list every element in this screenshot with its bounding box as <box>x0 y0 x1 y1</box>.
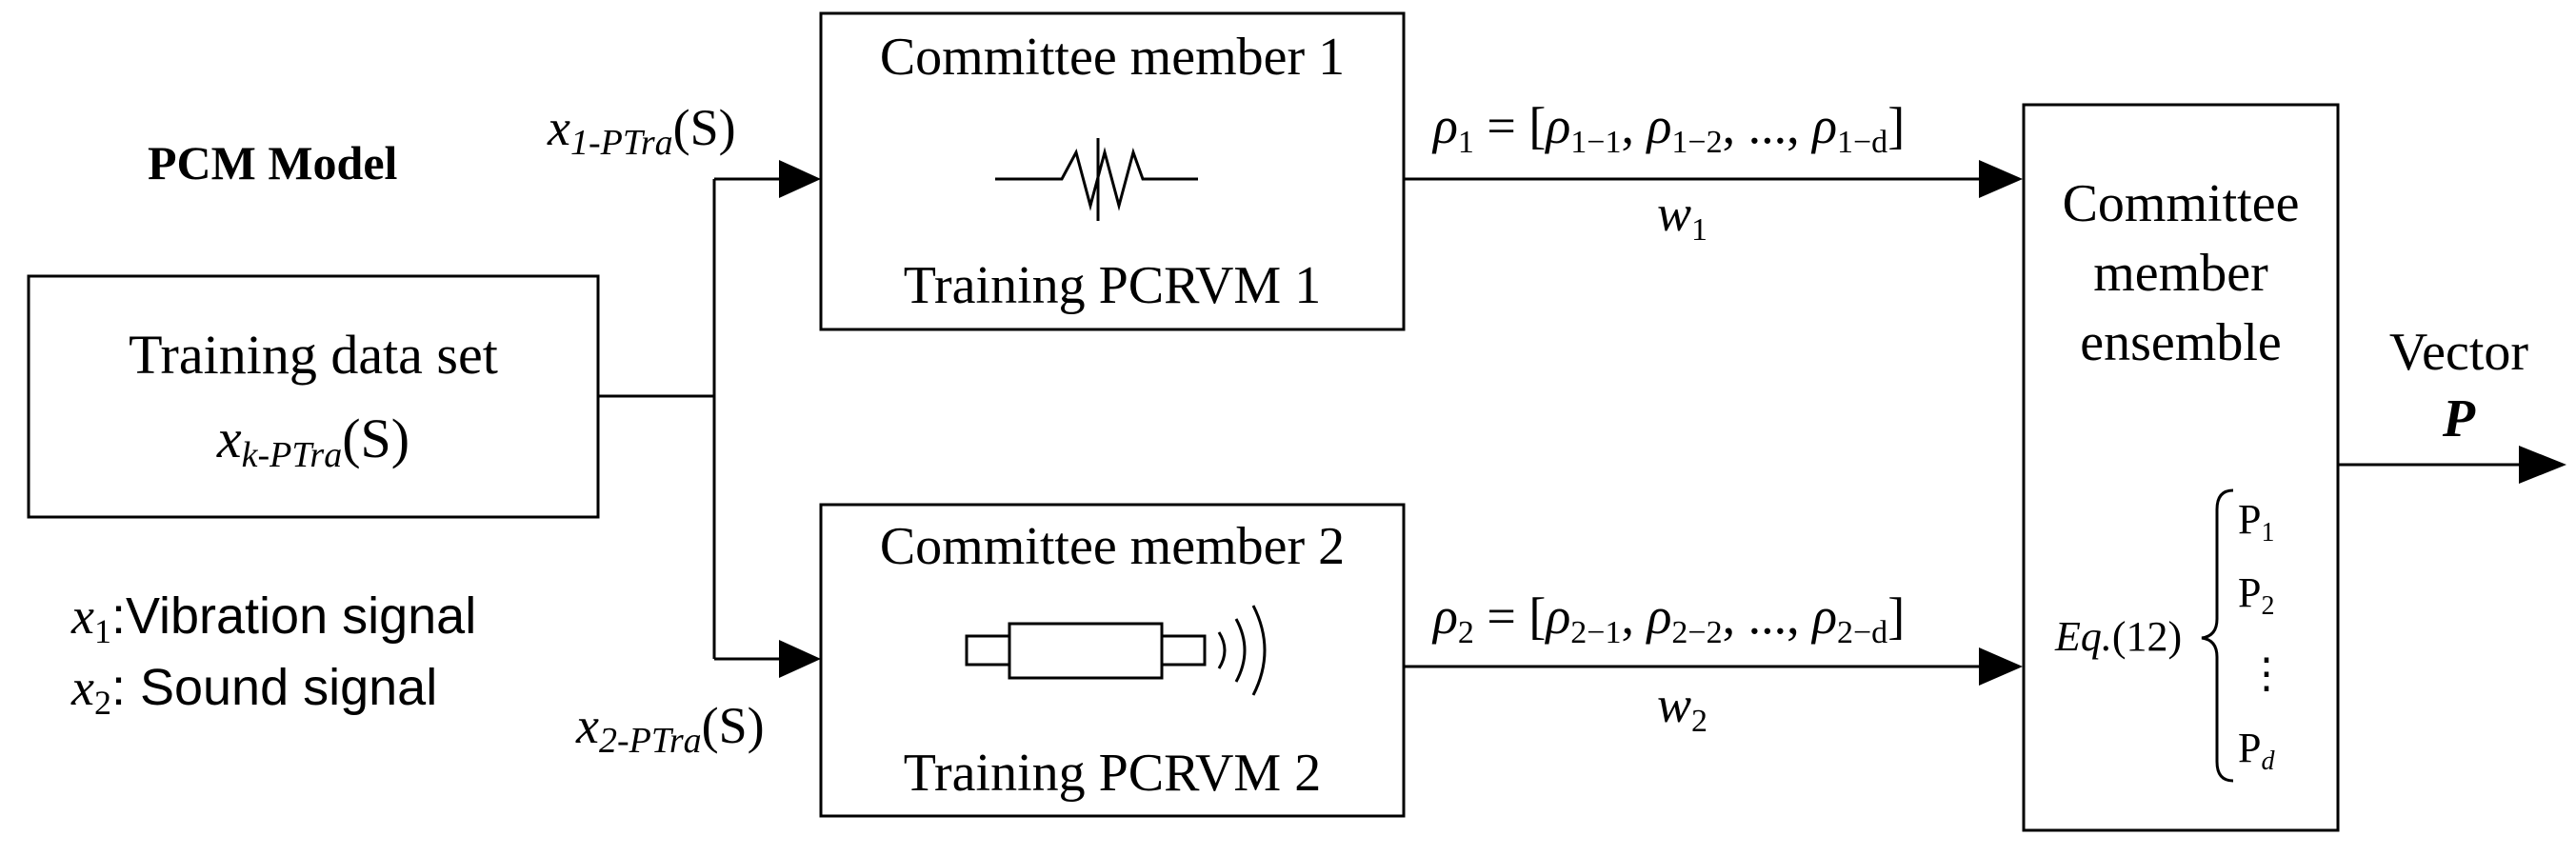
training-data-label: Training data set <box>129 324 498 386</box>
output1-formula: ρ1 = [ρ1−1, ρ1−2, ..., ρ1−d] <box>1431 97 1905 160</box>
ensemble-vdots: ⋮ <box>2246 650 2287 697</box>
input2-label: x2-PTra(S) <box>575 697 765 761</box>
training-data-box <box>27 274 600 519</box>
model-title: PCM Model <box>148 136 398 189</box>
arrowhead-member1 <box>779 160 821 198</box>
committee-member-2-box <box>819 503 1406 818</box>
ensemble-brace <box>2201 488 2234 783</box>
ensemble-line3: ensemble <box>2080 313 2281 372</box>
arrowhead-ensemble2 <box>1979 647 2023 686</box>
output-vector-symbol: P <box>2442 389 2476 448</box>
ensemble-equation-ref: Eq.(12) <box>2054 613 2182 660</box>
committee-member-2-title: Committee member 2 <box>880 517 1345 576</box>
committee-member-1-subtitle: Training PCRVM 1 <box>904 256 1321 315</box>
ensemble-item-2: P2 <box>2238 569 2274 621</box>
ensemble-box <box>2022 103 2340 832</box>
arrowhead-ensemble1 <box>1979 160 2023 198</box>
committee-member-1-title: Committee member 1 <box>880 28 1345 87</box>
training-data-variable: xk-PTra(S) <box>216 408 409 475</box>
microphone-sound-icon <box>965 605 1267 696</box>
committee-member-2-subtitle: Training PCRVM 2 <box>904 744 1321 803</box>
ensemble-line2: member <box>2093 244 2268 303</box>
ensemble-line1: Committee <box>2063 174 2300 233</box>
committee-member-1-box <box>819 11 1406 331</box>
legend-vibration: x1:Vibration signal <box>70 587 476 650</box>
output2-weight: w2 <box>1657 676 1707 739</box>
output2-formula: ρ2 = [ρ2−1, ρ2−2, ..., ρ2−d] <box>1431 587 1905 650</box>
ensemble-item-d: Pd <box>2238 725 2275 776</box>
arrowhead-member2 <box>779 640 821 678</box>
ensemble-item-1: P1 <box>2238 496 2274 547</box>
vibration-sensor-icon <box>995 138 1198 221</box>
final-output-arrowhead <box>2519 446 2566 484</box>
output-vector-label: Vector <box>2389 323 2529 382</box>
output1-weight: w1 <box>1657 185 1707 248</box>
legend-sound: x2: Sound signal <box>70 659 437 722</box>
input1-label: x1-PTra(S) <box>547 99 736 163</box>
